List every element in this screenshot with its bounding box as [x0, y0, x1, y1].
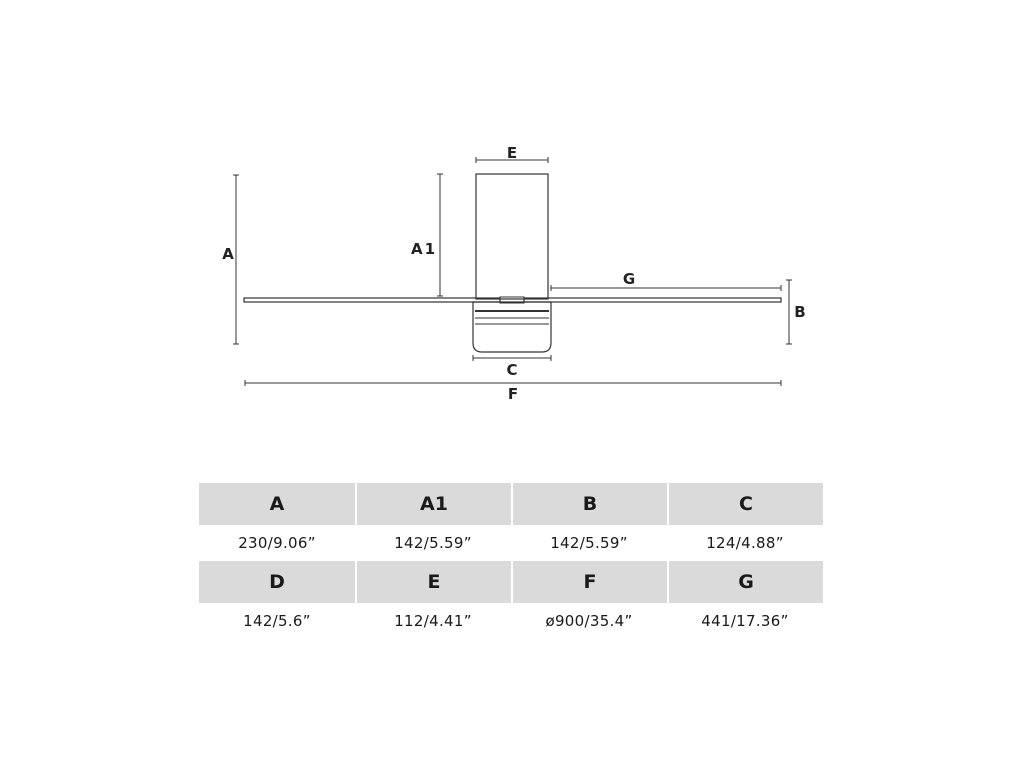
table-value-cell: 142/5.6” — [199, 603, 355, 639]
label-e: E — [507, 144, 517, 162]
dimension-g — [550, 285, 782, 291]
fan-motor-ring — [499, 296, 525, 304]
table-value-cell: 230/9.06” — [199, 525, 355, 561]
label-a1: A1 — [411, 240, 437, 258]
table-value-cell: ø900/35.4” — [511, 603, 667, 639]
dimension-f — [244, 380, 782, 386]
dimensions-table: A A1 B C 230/9.06” 142/5.59” 142/5.59” 1… — [199, 483, 823, 639]
dimension-c — [472, 355, 552, 361]
table-header-cell: A — [199, 483, 355, 525]
label-a: A — [222, 245, 234, 263]
fan-downrod-canopy — [475, 173, 549, 300]
fan-drawing — [243, 173, 782, 353]
fan-motor-housing — [472, 301, 552, 353]
ceiling-fan-dimension-diagram: A A1 E G B C F — [222, 144, 806, 403]
label-b: B — [794, 303, 805, 321]
table-value-cell: 142/5.59” — [511, 525, 667, 561]
table-header-row: A A1 B C — [199, 483, 823, 525]
table-header-cell: E — [355, 561, 511, 603]
dimension-e — [475, 157, 549, 163]
table-value-cell: 142/5.59” — [355, 525, 511, 561]
table-header-row: D E F G — [199, 561, 823, 603]
dimension-a — [233, 174, 239, 345]
table-header-cell: G — [667, 561, 823, 603]
fan-blade-right — [523, 297, 782, 303]
table-value-cell: 124/4.88” — [667, 525, 823, 561]
table-value-cell: 441/17.36” — [667, 603, 823, 639]
label-f: F — [508, 385, 518, 403]
table-header-cell: B — [511, 483, 667, 525]
fan-blade-left — [243, 297, 501, 303]
table-header-cell: A1 — [355, 483, 511, 525]
table-value-row: 142/5.6” 112/4.41” ø900/35.4” 441/17.36” — [199, 603, 823, 639]
table-header-cell: F — [511, 561, 667, 603]
table-header-cell: C — [667, 483, 823, 525]
dimension-b — [786, 279, 792, 345]
label-c: C — [506, 361, 517, 379]
table-value-cell: 112/4.41” — [355, 603, 511, 639]
table-value-row: 230/9.06” 142/5.59” 142/5.59” 124/4.88” — [199, 525, 823, 561]
label-g: G — [623, 270, 635, 288]
table-header-cell: D — [199, 561, 355, 603]
dimension-a1 — [437, 173, 443, 297]
